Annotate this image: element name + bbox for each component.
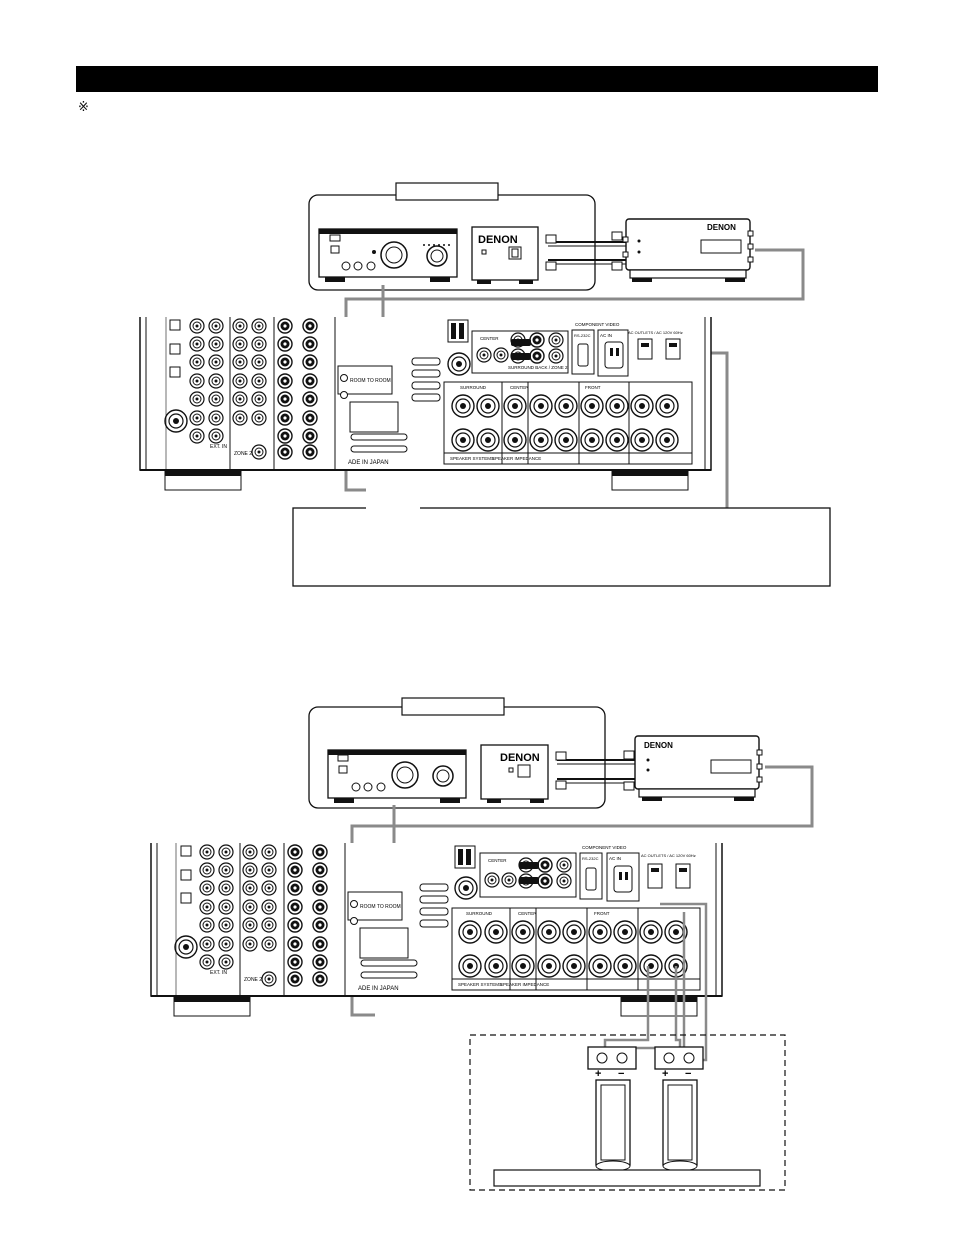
bottom-speaker-wires	[555, 750, 636, 791]
top-denon-logo-left: DENON	[478, 234, 518, 246]
bottom-ext-in-label: EXT. IN	[210, 970, 227, 976]
top-speaker-wires	[545, 231, 628, 271]
zone2-speaker-left: + −	[587, 1046, 637, 1172]
top-denon-unit-right: DENON	[622, 218, 754, 282]
bottom-integrated-amplifier	[327, 749, 467, 803]
top-speaker-systems-label: SPEAKER SYSTEMS	[450, 456, 494, 461]
bottom-denon-logo-left: DENON	[500, 752, 540, 764]
top-component-video-label: COMPONENT VIDEO	[575, 322, 620, 327]
speaker-left-plus-sign: +	[595, 1068, 601, 1080]
top-made-in-japan-label: ADE IN JAPAN	[348, 460, 389, 466]
top-preout-center-label: CENTER	[480, 336, 499, 341]
top-zone-room-label-box	[395, 182, 499, 201]
top-ext-in-label: EXT. IN	[210, 444, 227, 450]
top-denon-logo-right: DENON	[707, 223, 736, 232]
top-room-to-room-label: ROOM TO ROOM	[350, 378, 391, 384]
bottom-center-label: CENTER	[518, 911, 537, 916]
bottom-ac-in-label: AC IN	[609, 856, 621, 861]
bottom-denon-unit-left: DENON	[480, 744, 549, 803]
top-front-label: FRONT	[585, 385, 601, 390]
top-ac-in-label: AC IN	[600, 333, 612, 338]
bottom-room-to-room-label: ROOM TO ROOM	[360, 904, 401, 910]
bottom-rs232c-label: RS-232C	[582, 856, 599, 861]
top-ac-outlets-label: AC OUTLETS / AC 120V 60Hz	[628, 330, 683, 335]
speaker-right-plus-sign: +	[662, 1068, 668, 1080]
bottom-diagram: DENON DENON	[150, 697, 814, 1191]
bottom-component-video-label: COMPONENT VIDEO	[582, 845, 627, 850]
bottom-made-in-japan-label: ADE IN JAPAN	[358, 986, 399, 992]
bottom-denon-logo-right: DENON	[644, 741, 673, 750]
bottom-speaker-room-frame	[469, 1034, 786, 1191]
top-zone2-label: ZONE 2	[234, 451, 252, 457]
top-rs232c-label: RS-232C	[574, 333, 591, 338]
bottom-surround-label: SURROUND	[466, 911, 493, 916]
note-reference-mark: ※	[78, 100, 89, 115]
top-denon-unit-left: DENON	[471, 226, 539, 284]
bottom-av-receiver: EXT. IN ZONE 2 ROOM TO ROOM	[150, 843, 723, 1017]
top-av-receiver: EXT. IN ZONE 2 ROOM TO ROOM	[139, 317, 712, 491]
zone2-speaker-right: + −	[654, 1046, 704, 1172]
top-integrated-amplifier	[318, 228, 458, 282]
top-diagram: DENON DENON	[139, 182, 831, 587]
bottom-denon-unit-right: DENON	[634, 735, 763, 801]
bottom-preout-center-label: CENTER	[488, 858, 507, 863]
speaker-left-minus-sign: −	[618, 1068, 624, 1080]
top-preout-zone2-label: SURROUND BACK / ZONE 2	[508, 365, 568, 370]
top-info-box	[292, 507, 831, 587]
bottom-speaker-label-box	[493, 1169, 761, 1187]
bottom-speaker-systems-label: SPEAKER SYSTEMS	[458, 982, 502, 987]
bottom-zone-room-label-box	[401, 697, 505, 716]
top-surround-label: SURROUND	[460, 385, 487, 390]
bottom-front-label: FRONT	[594, 911, 610, 916]
bottom-speaker-impedance-label: SPEAKER IMPEDANCE	[500, 982, 549, 987]
top-center-label: CENTER	[510, 385, 529, 390]
section-header-bar	[76, 66, 878, 92]
bottom-zone2-label: ZONE 2	[244, 977, 262, 983]
top-speaker-impedance-label: SPEAKER IMPEDANCE	[492, 456, 541, 461]
bottom-ac-outlets-label: AC OUTLETS / AC 120V 60Hz	[641, 853, 696, 858]
speaker-right-minus-sign: −	[685, 1068, 691, 1080]
